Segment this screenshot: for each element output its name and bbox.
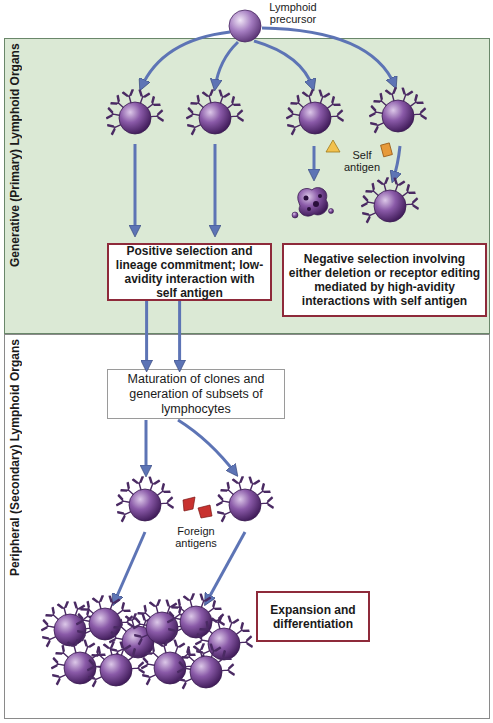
organ-band: Peripheral (Secondary) Lymphoid Organs Ma… <box>4 334 490 719</box>
annotation-label: Self antigen <box>341 149 383 173</box>
organ-band: Generative (Primary) Lymphoid OrgansPosi… <box>4 38 490 334</box>
process-box: Maturation of clones and generation of s… <box>107 369 285 419</box>
process-box: Expansion and differentiation <box>256 591 370 642</box>
box-text: Negative selection involving either dele… <box>288 252 481 308</box>
box-text: Maturation of clones and generation of s… <box>112 372 280 417</box>
process-box: Negative selection involving either dele… <box>282 243 487 317</box>
box-text: Positive selection and lineage commitmen… <box>113 244 266 300</box>
process-box: Positive selection and lineage commitmen… <box>107 243 272 301</box>
annotation-label: Foreign antigens <box>168 525 224 549</box>
band-title: Generative (Primary) Lymphoid Organs <box>8 43 22 329</box>
band-title: Peripheral (Secondary) Lymphoid Organs <box>8 339 22 714</box>
box-text: Expansion and differentiation <box>262 603 364 631</box>
annotation-label: Lymphoid precursor <box>262 1 324 25</box>
